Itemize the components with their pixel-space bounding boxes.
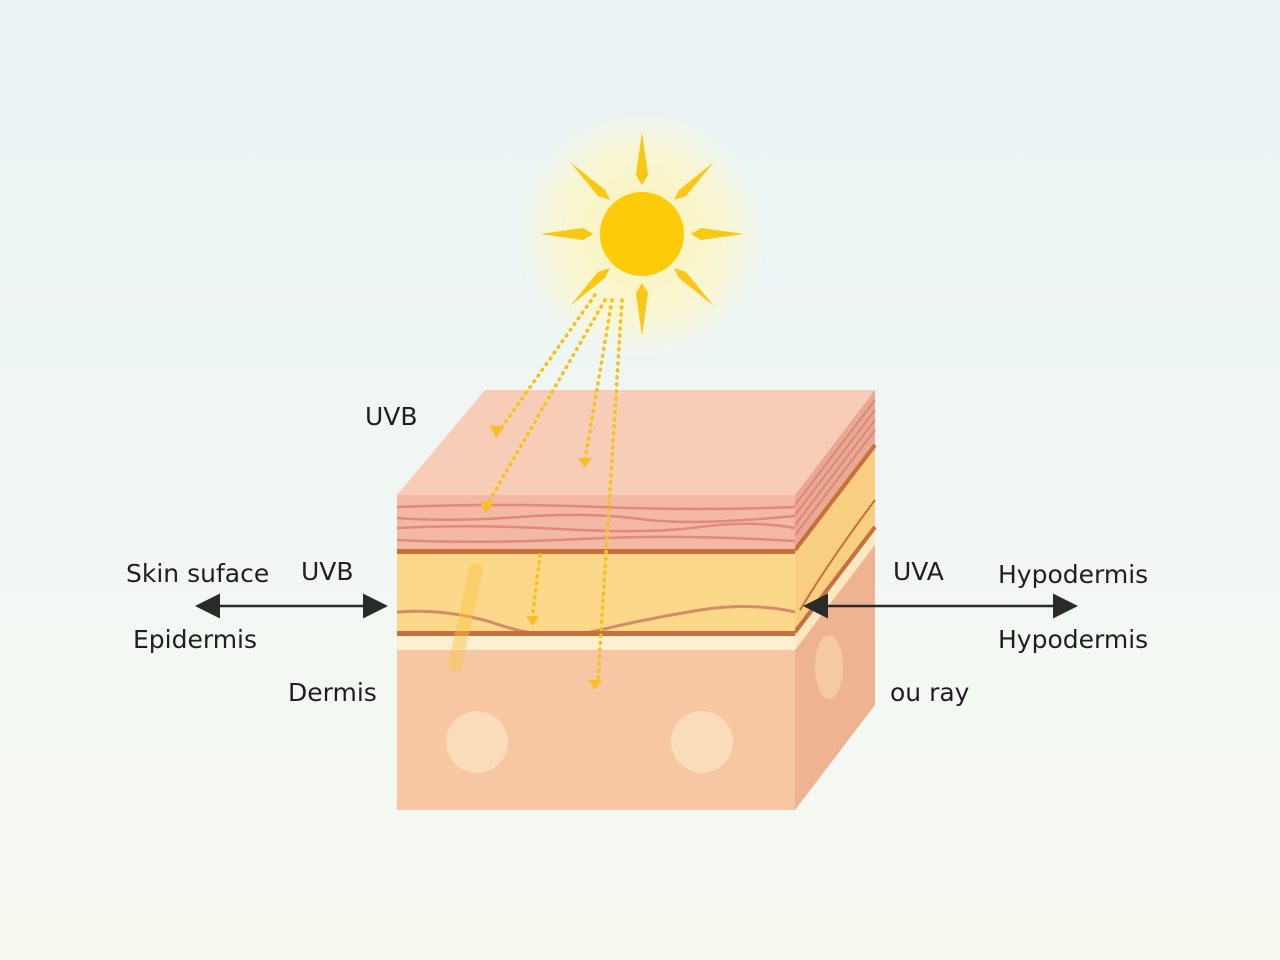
ray-arrowheads bbox=[480, 425, 602, 690]
label-uvb-left: UVB bbox=[301, 557, 354, 586]
fat-cell bbox=[446, 711, 508, 773]
label-skin-surface: Skin suface bbox=[126, 559, 269, 588]
label-hypodermis-2: Hypodermis bbox=[998, 625, 1148, 654]
dermis-layer bbox=[397, 554, 795, 632]
label-hypodermis-1: Hypodermis bbox=[998, 560, 1148, 589]
uv-rays bbox=[485, 293, 624, 682]
sun-icon bbox=[517, 109, 767, 359]
label-uvb-top: UVB bbox=[365, 402, 418, 431]
label-epidermis: Epidermis bbox=[133, 625, 257, 654]
label-dermis: Dermis bbox=[288, 678, 377, 707]
label-ou-ray: ou ray bbox=[890, 678, 970, 707]
label-uva: UVA bbox=[893, 557, 944, 586]
skin-top-surface bbox=[397, 390, 875, 495]
skin-block bbox=[396, 390, 877, 810]
fat-cell bbox=[671, 711, 733, 773]
